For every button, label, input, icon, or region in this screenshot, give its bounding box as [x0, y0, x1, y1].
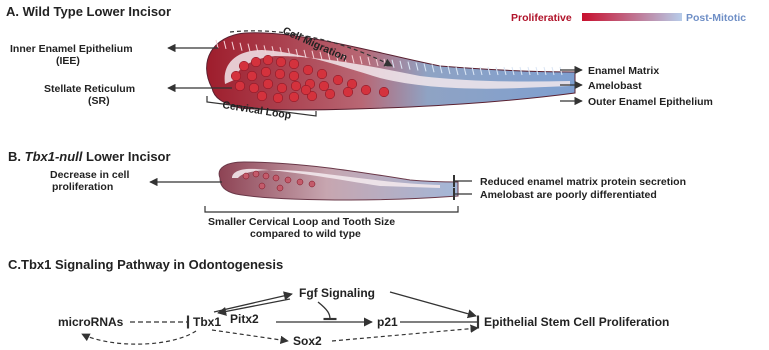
- label-amelobast: Amelobast: [588, 80, 642, 92]
- wild-type-cell: [379, 87, 389, 97]
- wild-type-cell: [275, 69, 285, 79]
- node-tbx1: Tbx1: [193, 315, 221, 329]
- wild-type-cell: [239, 61, 249, 71]
- section-b-title-italic: Tbx1-null: [25, 149, 83, 164]
- wild-type-cell: [263, 55, 273, 65]
- tbx1-null-cell: [277, 185, 283, 191]
- wild-type-cell: [289, 92, 299, 102]
- section-b-title-suffix: Lower Incisor: [86, 149, 171, 164]
- label-sr-line2: (SR): [88, 95, 110, 107]
- tbx1-null-tooth: [219, 162, 458, 200]
- label-sr-line1: Stellate Reticulum: [44, 83, 135, 95]
- wild-type-cell: [333, 75, 343, 85]
- smaller-size-bracket: [205, 206, 458, 212]
- edge-sox2-to-proliferation: [332, 328, 478, 341]
- tbx1-null-cell: [273, 175, 279, 181]
- wild-type-cell: [291, 81, 301, 91]
- node-fgf-signaling: Fgf Signaling: [299, 286, 375, 300]
- wild-type-cell: [235, 81, 245, 91]
- label-smaller-line1: Smaller Cervical Loop and Tooth Size: [208, 216, 395, 228]
- wild-type-cell: [247, 71, 257, 81]
- wild-type-cell: [361, 85, 371, 95]
- label-enamel-matrix: Enamel Matrix: [588, 65, 659, 77]
- edge-fgf-inhibit-pitx2-p21: [318, 302, 330, 319]
- tbx1-null-cell: [253, 171, 259, 177]
- wild-type-cell: [277, 83, 287, 93]
- tbx1-null-cell: [263, 173, 269, 179]
- wild-type-cell: [289, 71, 299, 81]
- label-iee-line2: (IEE): [56, 55, 80, 67]
- wild-type-cell: [263, 79, 273, 89]
- wild-type-tooth: [207, 33, 575, 110]
- wild-type-cell: [276, 57, 286, 67]
- wild-type-cell: [289, 59, 299, 69]
- wild-type-cell: [301, 85, 311, 95]
- edge-fgf-to-proliferation: [390, 292, 476, 316]
- label-reduced-secretion: Reduced enamel matrix protein secretion: [480, 176, 686, 188]
- label-smaller-line2: compared to wild type: [250, 228, 361, 240]
- tbx1-null-cell: [309, 181, 315, 187]
- legend-gradient-bar: [582, 13, 682, 21]
- label-poorly-differentiated: Amelobast are poorly differentiated: [480, 189, 657, 201]
- wild-type-cell: [319, 81, 329, 91]
- tbx1-null-cell: [297, 179, 303, 185]
- section-c-title: C.Tbx1 Signaling Pathway in Odontogenesi…: [8, 257, 283, 272]
- label-iee-line1: Inner Enamel Epithelium: [10, 43, 133, 55]
- edge-tbx1-feedback-micrornas: [82, 331, 196, 344]
- section-b-title: B. Tbx1-null Lower Incisor: [8, 149, 171, 164]
- edge-fgf-to-tbx1: [218, 299, 290, 313]
- legend-right-label: Post-Mitotic: [686, 12, 746, 24]
- section-b-title-prefix: B.: [8, 149, 21, 164]
- edge-tbx1-to-fgf: [214, 294, 292, 312]
- wild-type-cell: [261, 67, 271, 77]
- node-p21: p21: [377, 315, 398, 329]
- wild-type-cell: [249, 83, 259, 93]
- node-epithelial-proliferation: Epithelial Stem Cell Proliferation: [484, 315, 669, 329]
- wild-type-cell: [251, 57, 261, 67]
- tbx1-null-cell: [243, 173, 249, 179]
- tbx1-null-cell: [285, 177, 291, 183]
- edge-tbx1-to-sox2: [212, 330, 288, 341]
- wild-type-cell: [317, 69, 327, 79]
- wild-type-cell: [231, 71, 241, 81]
- legend-left-label: Proliferative: [511, 12, 572, 24]
- label-decrease-line2: proliferation: [52, 181, 113, 193]
- wild-type-cell: [343, 87, 353, 97]
- section-a-title: A. Wild Type Lower Incisor: [6, 4, 171, 19]
- node-pitx2: Pitx2: [230, 312, 259, 326]
- tbx1-null-cell: [259, 183, 265, 189]
- label-oee: Outer Enamel Epithelium: [588, 96, 713, 108]
- node-micrornas: microRNAs: [58, 315, 124, 329]
- node-sox2: Sox2: [293, 334, 322, 348]
- label-decrease-line1: Decrease in cell: [50, 169, 129, 181]
- wild-type-cell: [273, 93, 283, 103]
- wild-type-cell: [257, 91, 267, 101]
- wild-type-cell: [325, 89, 335, 99]
- wild-type-cell: [303, 65, 313, 75]
- tbx1-null-loop-outline: [219, 162, 458, 200]
